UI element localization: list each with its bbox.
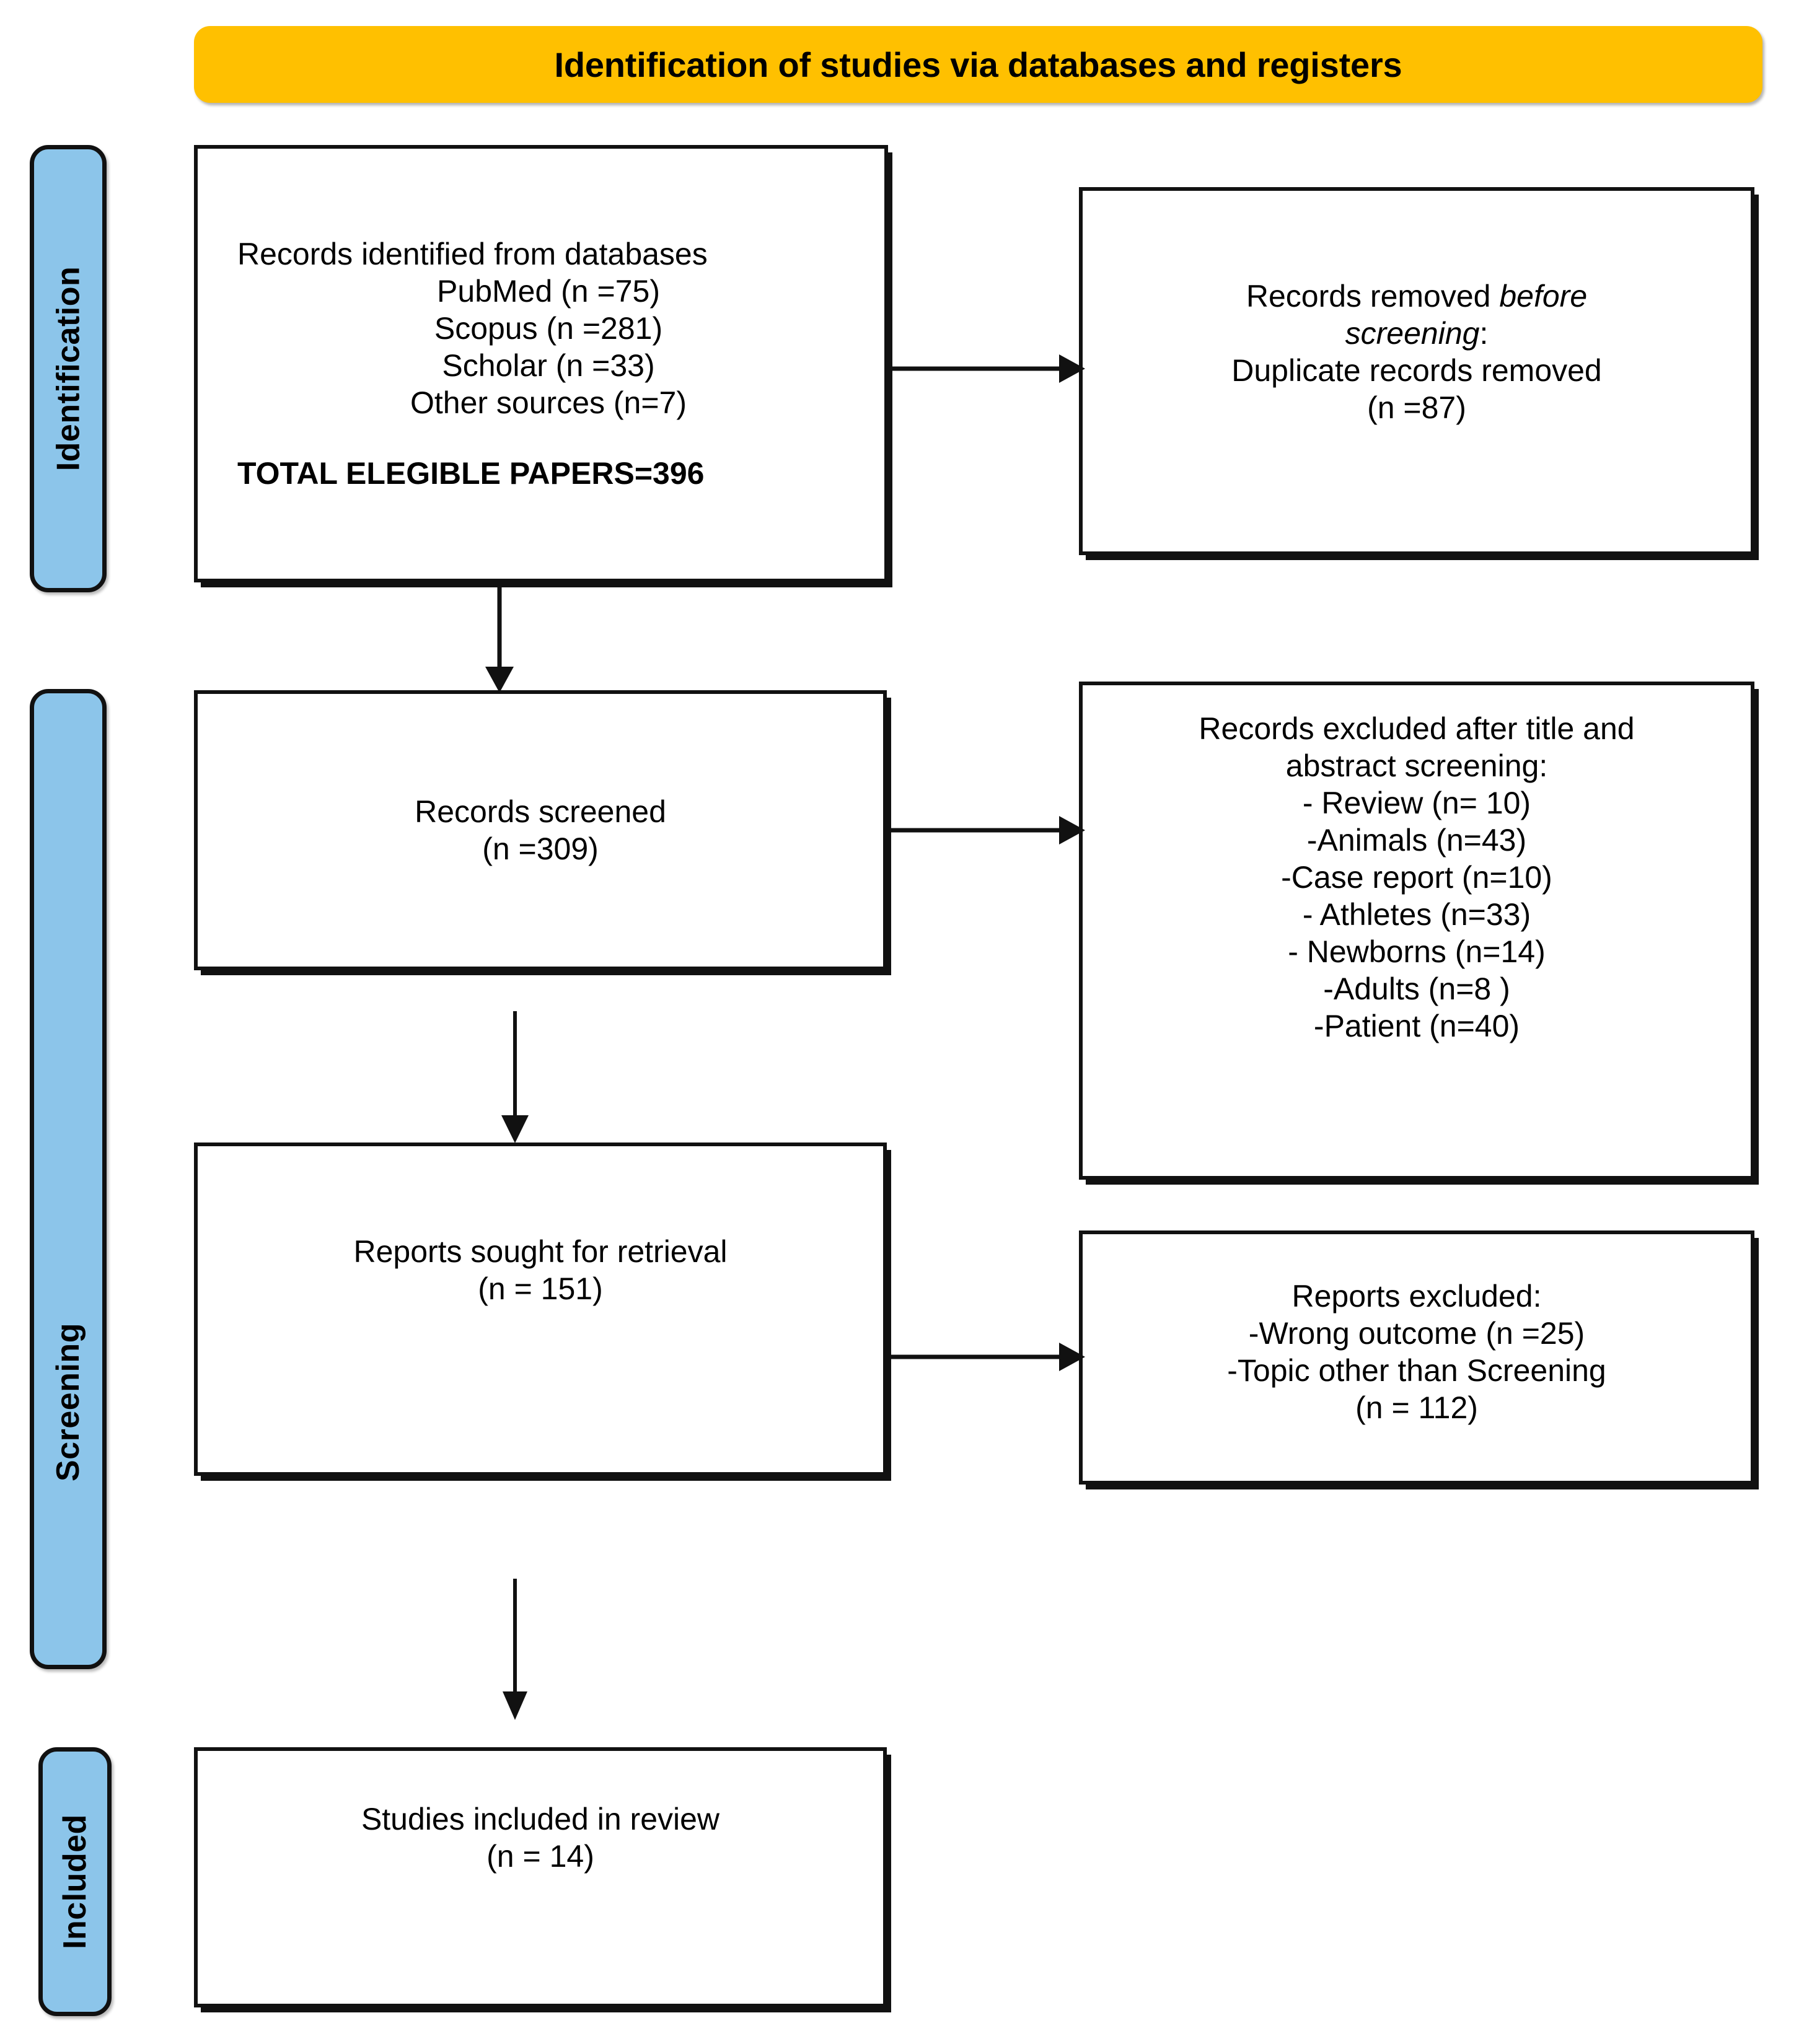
records-identified-heading: Records identified from databases (237, 237, 708, 271)
banner-title: Identification of studies via databases … (554, 45, 1402, 84)
excluded-heading-line1: Records excluded after title and (1199, 711, 1635, 746)
records-screened-count: (n =309) (482, 831, 599, 866)
arrow-sought-to-reports-excluded-icon (887, 1338, 1086, 1375)
excluded-item-review: - Review (n= 10) (1302, 786, 1531, 820)
box-records-identified: Records identified from databases PubMed… (194, 145, 888, 582)
reports-excluded-wrong-outcome: -Wrong outcome (n =25) (1248, 1316, 1585, 1351)
reports-sought-count: (n = 151) (478, 1271, 603, 1306)
box-reports-sought-for-retrieval: Reports sought for retrieval (n = 151) (194, 1143, 887, 1476)
source-other: Other sources (n=7) (410, 385, 687, 420)
reports-excluded-topic-count: (n = 112) (1355, 1390, 1478, 1425)
records-removed-italic-screening: screening (1345, 316, 1480, 351)
box-records-removed-before-screening: Records removed before screening: Duplic… (1079, 187, 1754, 555)
records-removed-colon: : (1479, 316, 1489, 351)
stage-label-screening-text: Screening (50, 1323, 87, 1481)
total-eligible-papers: TOTAL ELEGIBLE PAPERS=396 (237, 456, 705, 491)
stage-label-included: Included (38, 1747, 112, 2016)
spacer (237, 421, 860, 455)
excluded-heading-line2: abstract screening: (1285, 748, 1548, 783)
stage-label-identification-text: Identification (50, 266, 86, 472)
records-removed-prefix: Records removed (1246, 279, 1500, 314)
box-reports-excluded: Reports excluded: -Wrong outcome (n =25)… (1079, 1230, 1754, 1485)
box-studies-included-in-review: Studies included in review (n = 14) (194, 1747, 887, 2007)
source-scholar: Scholar (n =33) (442, 348, 655, 383)
excluded-item-patient: -Patient (n=40) (1313, 1009, 1520, 1043)
arrow-screened-to-sought-icon (496, 1011, 534, 1144)
reports-sought-label: Reports sought for retrieval (353, 1234, 728, 1269)
stage-label-included-text: Included (57, 1814, 94, 1949)
arrow-sought-to-included-icon (496, 1579, 534, 1721)
box-records-screened: Records screened (n =309) (194, 690, 887, 970)
diagram-header-banner: Identification of studies via databases … (194, 26, 1762, 103)
excluded-item-animals: -Animals (n=43) (1306, 823, 1527, 858)
studies-included-count: (n = 14) (486, 1839, 594, 1874)
box-records-excluded-title-abstract: Records excluded after title and abstrac… (1079, 682, 1754, 1180)
stage-label-identification: Identification (30, 145, 107, 592)
arrow-screened-to-excluded-icon (887, 812, 1086, 849)
records-removed-italic-before: before (1499, 279, 1588, 314)
studies-included-label: Studies included in review (361, 1802, 720, 1836)
records-screened-label: Records screened (415, 794, 666, 829)
excluded-item-case-report: -Case report (n=10) (1281, 860, 1552, 895)
stage-label-screening: Screening (30, 689, 107, 1669)
source-pubmed: PubMed (n =75) (437, 274, 660, 309)
arrow-identified-to-screened-icon (480, 582, 519, 694)
source-scopus: Scopus (n =281) (434, 311, 663, 346)
excluded-item-athletes: - Athletes (n=33) (1302, 897, 1531, 932)
records-removed-line2: screening: (1101, 315, 1732, 352)
reports-excluded-topic-other: -Topic other than Screening (1227, 1353, 1606, 1388)
excluded-item-adults: -Adults (n=8 ) (1323, 972, 1510, 1006)
duplicate-records-removed: Duplicate records removed (1231, 353, 1602, 388)
arrow-identified-to-duplicates-icon (888, 350, 1086, 387)
excluded-item-newborns: - Newborns (n=14) (1288, 934, 1546, 969)
records-removed-line1: Records removed before (1101, 278, 1732, 315)
duplicate-records-count: (n =87) (1367, 390, 1466, 425)
reports-excluded-heading: Reports excluded: (1291, 1279, 1542, 1314)
